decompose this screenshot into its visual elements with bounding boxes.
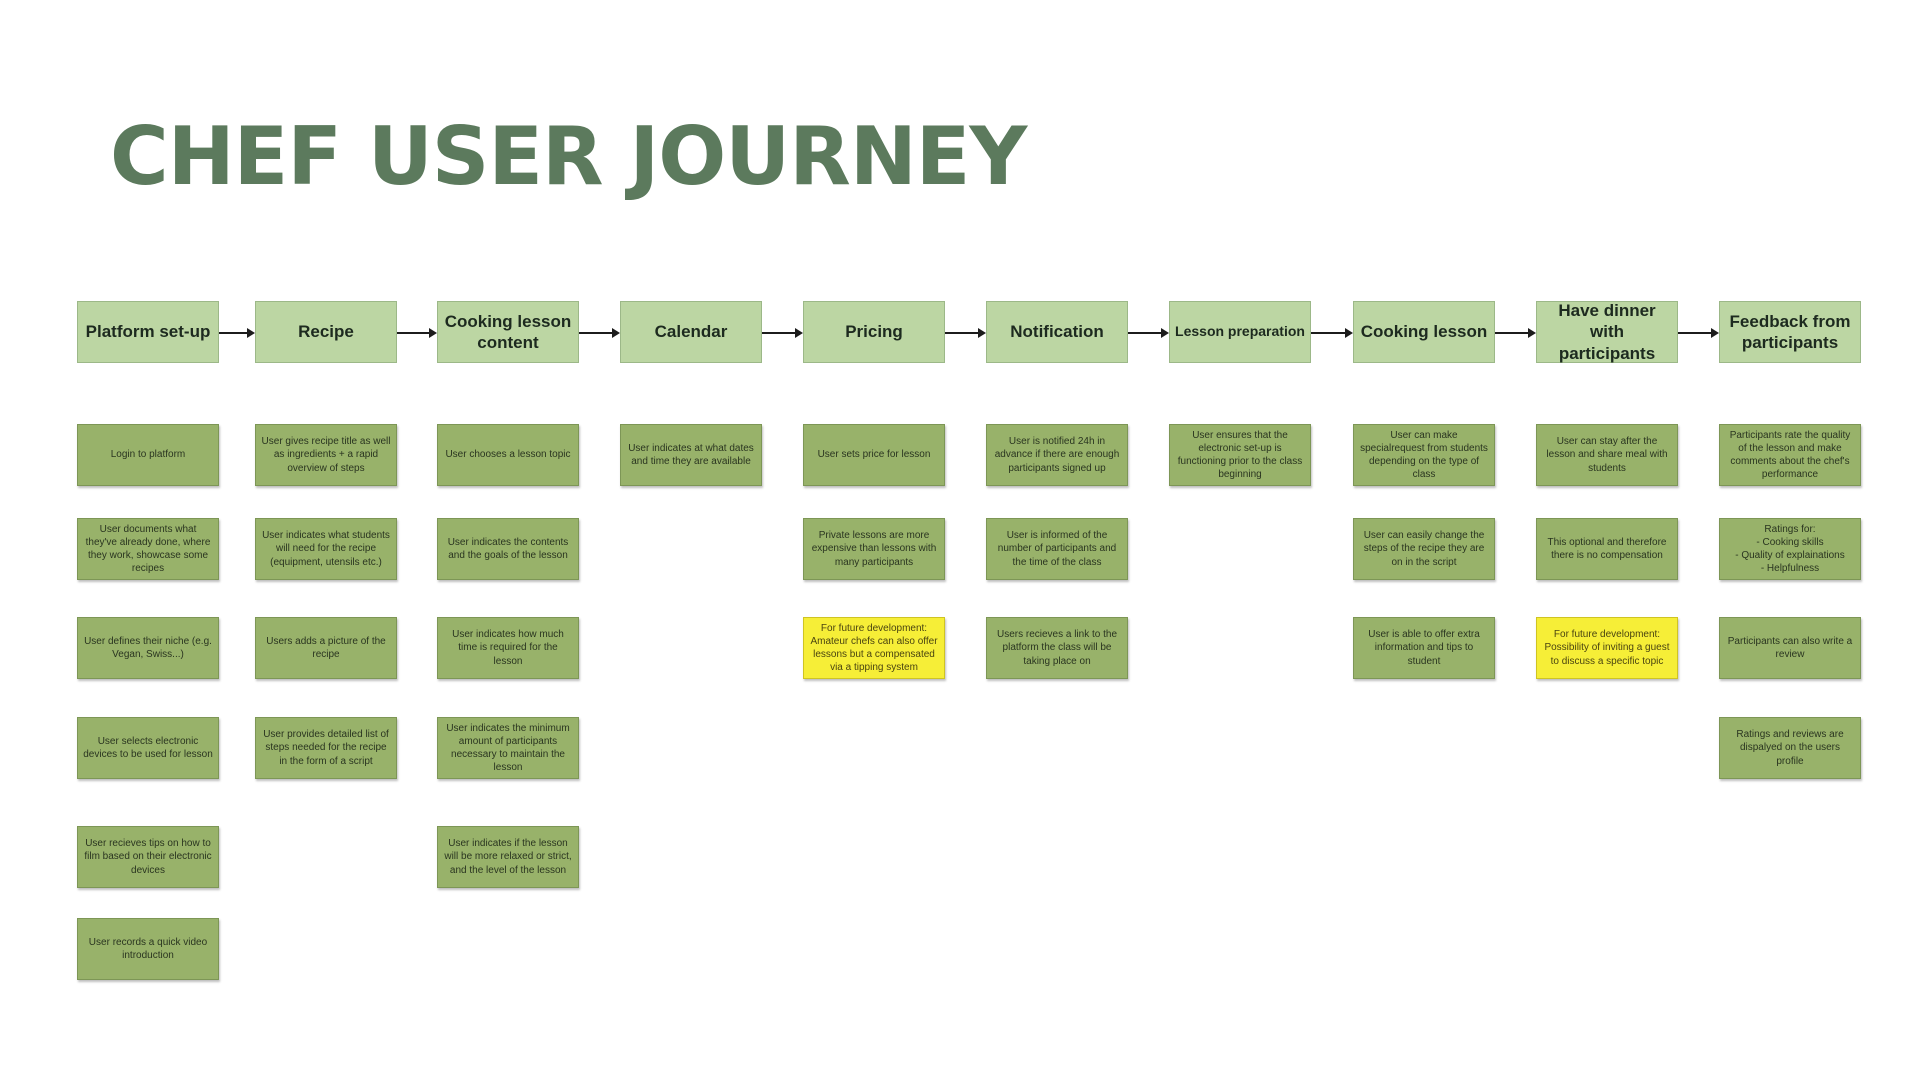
flow-arrow — [1678, 328, 1719, 338]
journey-step-card: Private lessons are more expensive than … — [803, 518, 945, 580]
journey-step-card: Users adds a picture of the recipe — [255, 617, 397, 679]
journey-step-card: User is able to offer extra information … — [1353, 617, 1495, 679]
journey-step-card: This optional and therefore there is no … — [1536, 518, 1678, 580]
journey-step-card: User can make specialrequest from studen… — [1353, 424, 1495, 486]
stage-header: Notification — [986, 301, 1128, 363]
journey-step-card: User sets price for lesson — [803, 424, 945, 486]
journey-step-card: User records a quick video introduction — [77, 918, 219, 980]
page-title: CHEF USER JOURNEY — [110, 110, 1027, 203]
stage-header: Have dinner with participants — [1536, 301, 1678, 363]
flow-arrow — [397, 328, 437, 338]
journey-step-card: User is informed of the number of partic… — [986, 518, 1128, 580]
flow-arrow — [219, 328, 255, 338]
stage-header: Cooking lesson content — [437, 301, 579, 363]
journey-step-card: User can easily change the steps of the … — [1353, 518, 1495, 580]
journey-step-card: User indicates the minimum amount of par… — [437, 717, 579, 779]
journey-step-card: User gives recipe title as well as ingre… — [255, 424, 397, 486]
journey-step-card: Ratings and reviews are dispalyed on the… — [1719, 717, 1861, 779]
journey-step-card: User indicates the contents and the goal… — [437, 518, 579, 580]
flow-arrow — [579, 328, 620, 338]
journey-step-card: User indicates what students will need f… — [255, 518, 397, 580]
journey-step-card: User is notified 24h in advance if there… — [986, 424, 1128, 486]
stage-header: Lesson preparation — [1169, 301, 1311, 363]
stage-header: Platform set-up — [77, 301, 219, 363]
journey-step-card: User defines their niche (e.g. Vegan, Sw… — [77, 617, 219, 679]
journey-step-card: Participants rate the quality of the les… — [1719, 424, 1861, 486]
journey-step-card: Participants can also write a review — [1719, 617, 1861, 679]
flow-arrow — [1128, 328, 1169, 338]
stage-header: Pricing — [803, 301, 945, 363]
journey-step-card: User provides detailed list of steps nee… — [255, 717, 397, 779]
stage-header: Cooking lesson — [1353, 301, 1495, 363]
flow-arrow — [1495, 328, 1536, 338]
stage-header: Calendar — [620, 301, 762, 363]
flow-arrow — [762, 328, 803, 338]
journey-step-card: User indicates at what dates and time th… — [620, 424, 762, 486]
journey-step-card: User chooses a lesson topic — [437, 424, 579, 486]
stage-header: Recipe — [255, 301, 397, 363]
journey-step-card: User indicates how much time is required… — [437, 617, 579, 679]
flow-arrow — [945, 328, 986, 338]
journey-step-card: User recieves tips on how to film based … — [77, 826, 219, 888]
journey-step-card: User can stay after the lesson and share… — [1536, 424, 1678, 486]
journey-step-card: User selects electronic devices to be us… — [77, 717, 219, 779]
journey-step-card: Ratings for: - Cooking skills - Quality … — [1719, 518, 1861, 580]
journey-step-card: User documents what they've already done… — [77, 518, 219, 580]
journey-step-card: User ensures that the electronic set-up … — [1169, 424, 1311, 486]
stage-header: Feedback from participants — [1719, 301, 1861, 363]
journey-step-card: User indicates if the lesson will be mor… — [437, 826, 579, 888]
flow-arrow — [1311, 328, 1353, 338]
journey-step-card: Login to platform — [77, 424, 219, 486]
journey-step-card: Users recieves a link to the platform th… — [986, 617, 1128, 679]
future-development-note: For future development: Possibility of i… — [1536, 617, 1678, 679]
future-development-note: For future development: Amateur chefs ca… — [803, 617, 945, 679]
